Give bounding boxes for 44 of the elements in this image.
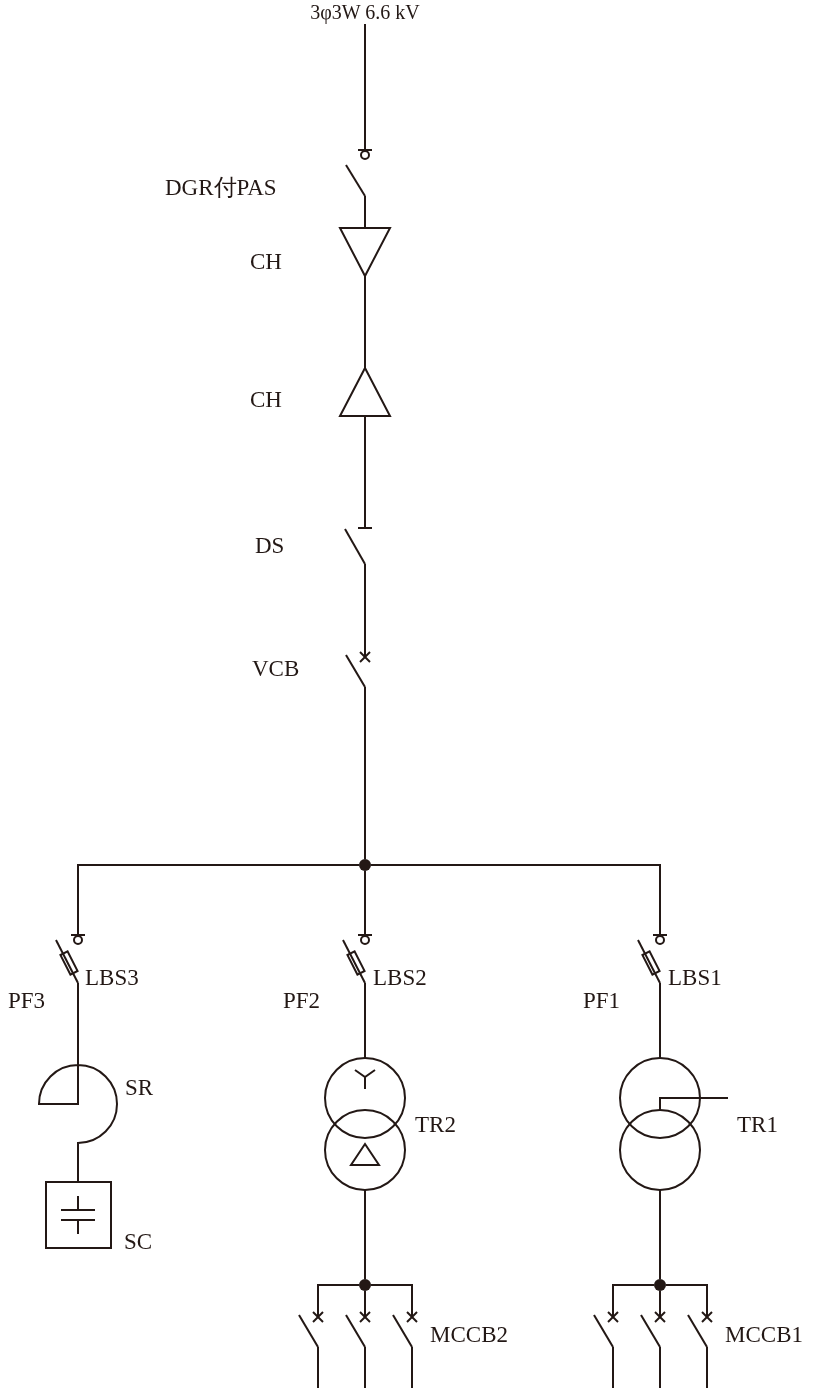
wire	[364, 567, 366, 651]
wire	[364, 1012, 366, 1059]
wire	[364, 870, 366, 936]
device-label: VCB	[252, 657, 300, 681]
wire	[659, 1349, 661, 1388]
wire	[364, 23, 366, 151]
wire	[612, 1284, 655, 1311]
wire	[317, 1349, 319, 1388]
device-label: LBS2	[373, 966, 427, 990]
device-label: PF3	[8, 989, 46, 1013]
wire	[411, 1349, 413, 1388]
wire	[370, 864, 661, 936]
device-label: LBS3	[85, 966, 139, 990]
wire	[665, 1284, 708, 1311]
wire	[370, 1284, 413, 1311]
wire	[364, 695, 366, 860]
device-label: LBS1	[668, 966, 722, 990]
device-label: PF1	[583, 989, 621, 1013]
device-label: TR1	[737, 1113, 778, 1137]
device-label: MCCB2	[430, 1323, 508, 1347]
wire	[317, 1284, 360, 1311]
wire	[612, 1349, 614, 1388]
wire	[364, 199, 366, 229]
wire	[77, 864, 360, 936]
device-label: DS	[255, 534, 285, 558]
device-label: SC	[124, 1230, 153, 1254]
wire	[77, 1012, 79, 1065]
device-label: PF2	[283, 989, 321, 1013]
device-label: DGR付PAS	[165, 176, 277, 200]
device-label: TR2	[415, 1113, 456, 1137]
wire	[77, 1143, 79, 1183]
device-label: MCCB1	[725, 1323, 803, 1347]
device-label: CH	[250, 388, 282, 412]
device-label: SR	[125, 1076, 154, 1100]
voltage-label: 3φ3W 6.6 kV	[309, 0, 421, 24]
wire	[364, 1290, 366, 1311]
wire	[659, 1012, 661, 1059]
wire	[364, 1349, 366, 1388]
wire	[659, 1290, 661, 1311]
device-label: CH	[250, 250, 282, 274]
wire	[364, 275, 366, 369]
wire	[659, 1189, 661, 1280]
wire	[364, 415, 366, 529]
wire	[706, 1349, 708, 1388]
